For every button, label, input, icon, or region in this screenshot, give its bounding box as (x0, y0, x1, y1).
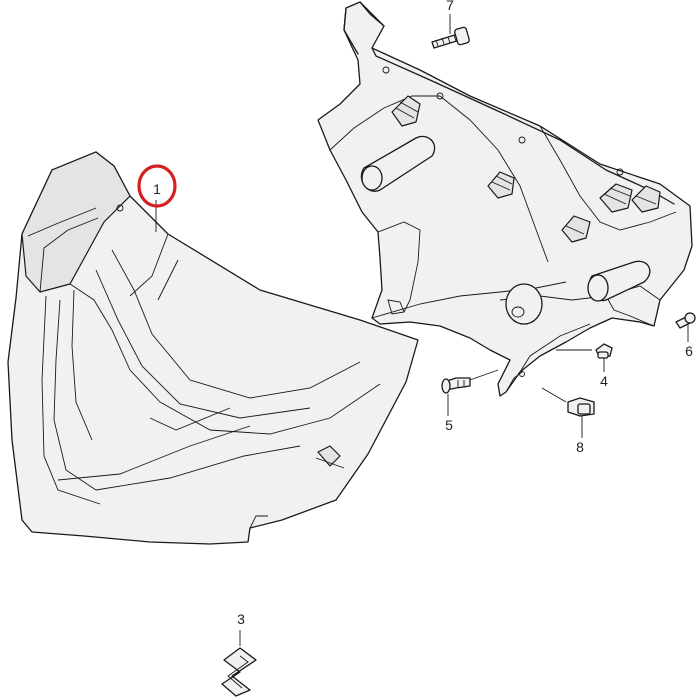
callout-label-7: 7 (446, 0, 454, 13)
screw-6 (675, 312, 696, 342)
callout-label-8: 8 (576, 439, 584, 455)
callout-label-5: 5 (445, 417, 453, 433)
callout-label-1: 1 (153, 181, 161, 197)
callout-label-4: 4 (600, 373, 608, 389)
callout-label-6: 6 (685, 343, 693, 359)
clip-2 (487, 171, 515, 199)
screw-5 (441, 369, 499, 416)
boss-cylinder-right (587, 260, 651, 302)
highlight-circle (137, 164, 177, 208)
clip-5 (561, 215, 591, 243)
bolt-7 (431, 14, 470, 49)
clip-4 (631, 185, 661, 213)
screw-4 (556, 343, 613, 372)
boss-round (505, 283, 543, 325)
inner-panel (317, 1, 693, 397)
emblem (221, 630, 257, 697)
boss-cylinder-top (360, 135, 436, 192)
clip-1 (391, 95, 421, 127)
bolt-8 (541, 387, 595, 438)
front-cover (7, 151, 419, 545)
clip-3 (599, 183, 633, 213)
callout-label-3: 3 (237, 611, 245, 627)
